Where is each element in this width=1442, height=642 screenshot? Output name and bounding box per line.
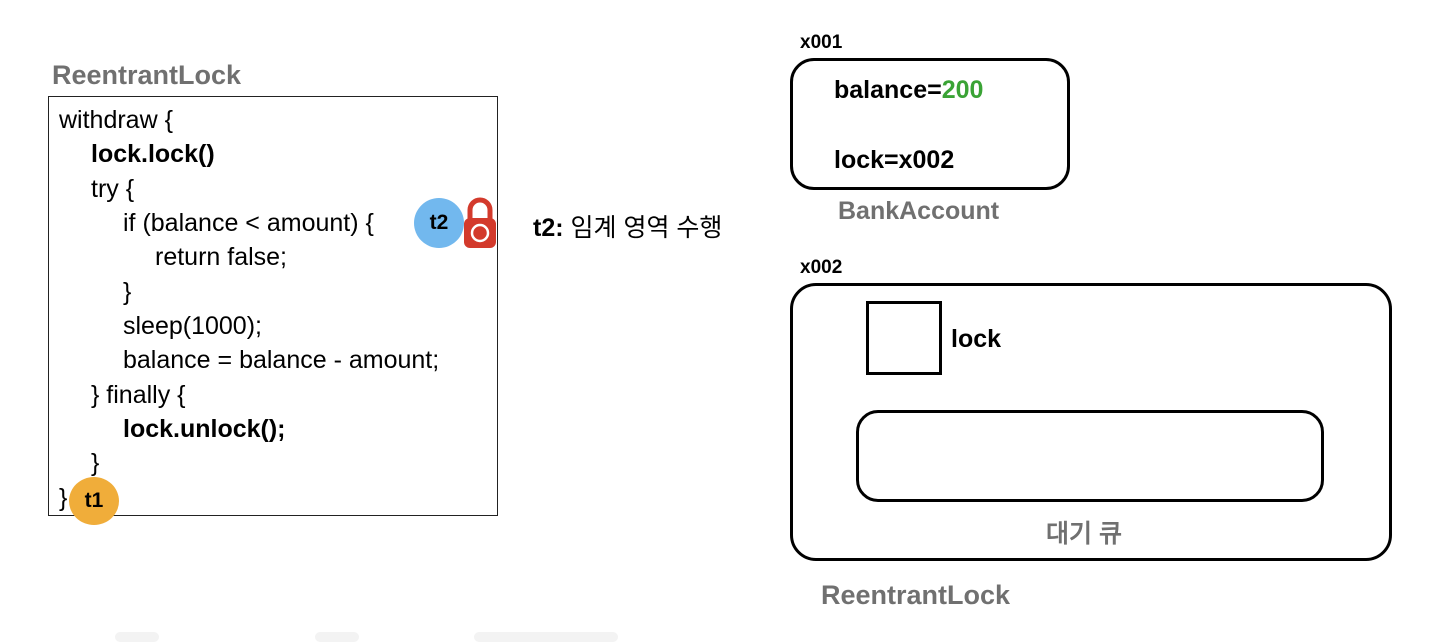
- code-title: ReentrantLock: [52, 60, 242, 90]
- wait-queue-box: [856, 410, 1324, 502]
- code-line-2: lock.lock(): [91, 140, 215, 168]
- thread-t2-label: t2: [429, 211, 449, 234]
- code-line-11: }: [91, 449, 100, 477]
- code-line-8: balance = balance - amount;: [123, 346, 440, 374]
- thread-t1-label: t1: [84, 489, 104, 512]
- t2-annotation-text: 임계 영역 수행: [563, 214, 723, 242]
- balance-value: 200: [941, 76, 984, 104]
- code-line-12: }: [59, 484, 68, 512]
- code-line-9: } finally {: [91, 381, 186, 409]
- code-line-3: try {: [91, 175, 135, 203]
- code-line-1: withdraw {: [59, 106, 173, 134]
- code-line-10: lock.unlock();: [123, 415, 286, 443]
- bank-account-caption: BankAccount: [838, 197, 1000, 225]
- reentrant-lock-address: x002: [800, 257, 843, 278]
- code-line-4: if (balance < amount) {: [123, 209, 374, 237]
- lock-field: lock=x002: [834, 146, 955, 174]
- bank-account-address: x001: [800, 32, 843, 53]
- code-line-6: }: [123, 278, 132, 306]
- reentrant-lock-caption: ReentrantLock: [821, 580, 1011, 610]
- padlock-icon: [464, 197, 496, 248]
- wait-queue-label: 대기 큐: [1046, 520, 1122, 548]
- code-line-7: sleep(1000);: [123, 312, 262, 340]
- balance-field: balance=200: [834, 76, 983, 105]
- bank-account-box: [790, 58, 1070, 190]
- thread-t2-badge: t2: [414, 198, 464, 248]
- thread-t1-badge: t1: [69, 477, 119, 525]
- faint-artifact-3: [474, 632, 618, 642]
- code-line-5: return false;: [155, 243, 288, 271]
- balance-label: balance=: [834, 76, 942, 104]
- t2-annotation-label: t2:: [533, 214, 564, 242]
- code-box: withdraw { lock.lock() try { if (balance…: [48, 96, 498, 525]
- faint-artifact-1: [115, 632, 159, 642]
- t2-annotation: t2: 임계 영역 수행: [533, 208, 722, 244]
- lock-label: lock: [951, 325, 1002, 353]
- faint-artifact-2: [315, 632, 359, 642]
- lock-square: [866, 301, 942, 375]
